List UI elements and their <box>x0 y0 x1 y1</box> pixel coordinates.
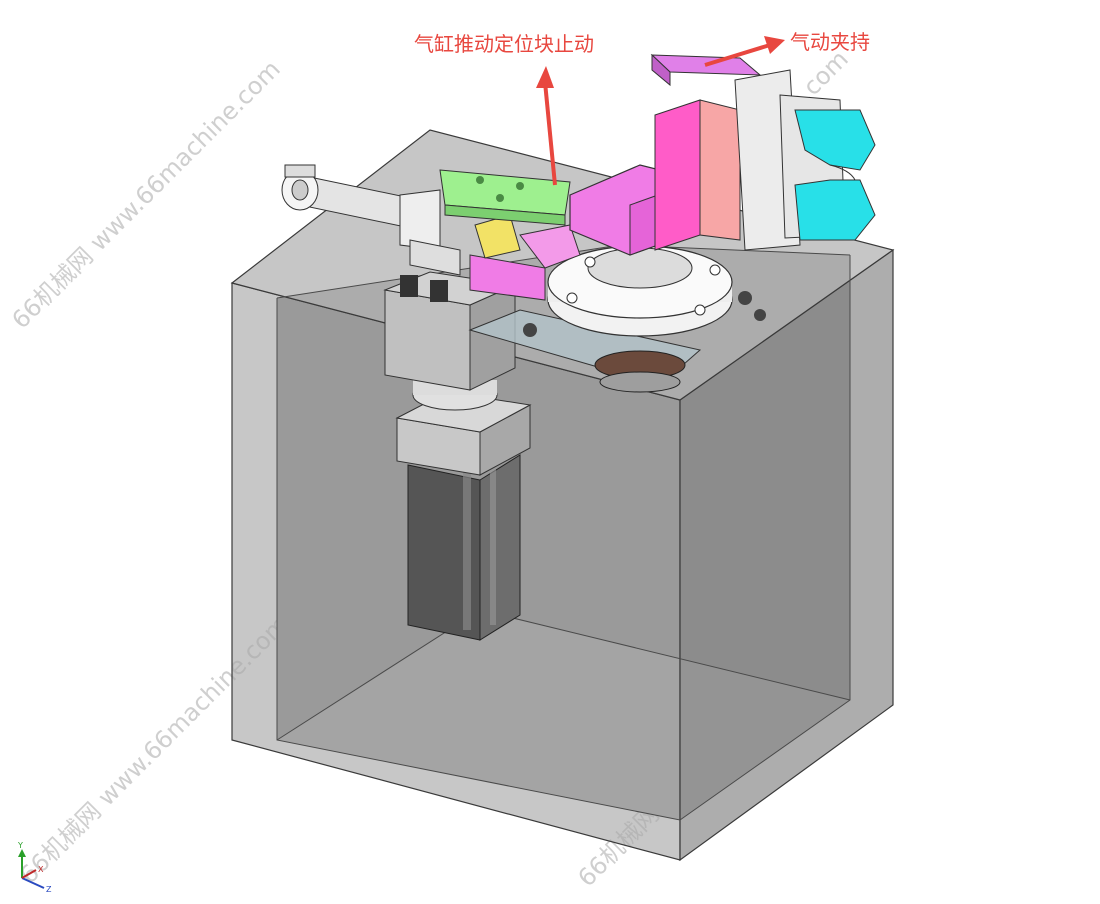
triad-x-label: X <box>38 865 44 874</box>
callout-arrows <box>536 36 785 186</box>
arrow-head-up-icon <box>536 66 554 88</box>
x-axis-icon <box>21 869 37 879</box>
motor-flange <box>383 271 517 391</box>
transmission-plate <box>468 291 766 393</box>
stop-block-assembly <box>439 169 581 301</box>
air-cylinder <box>281 164 461 276</box>
callout-stop-block: 气缸推动定位块止动 <box>414 32 594 56</box>
servo-motor <box>407 454 521 641</box>
rotary-bearing <box>547 245 733 337</box>
pneumatic-gripper <box>734 69 876 251</box>
rotating-arm <box>569 53 762 256</box>
z-axis-icon <box>21 877 45 889</box>
coordinate-triad: Y X Z <box>17 841 52 894</box>
triad-z-label: Z <box>46 885 52 894</box>
arrow-clamp <box>704 43 771 67</box>
arrow-head-right-icon <box>764 36 785 54</box>
callout-pneumatic-clamp: 气动夹持 <box>790 30 870 54</box>
triad-y-label: Y <box>17 841 23 850</box>
arrow-stop-block <box>543 81 557 186</box>
